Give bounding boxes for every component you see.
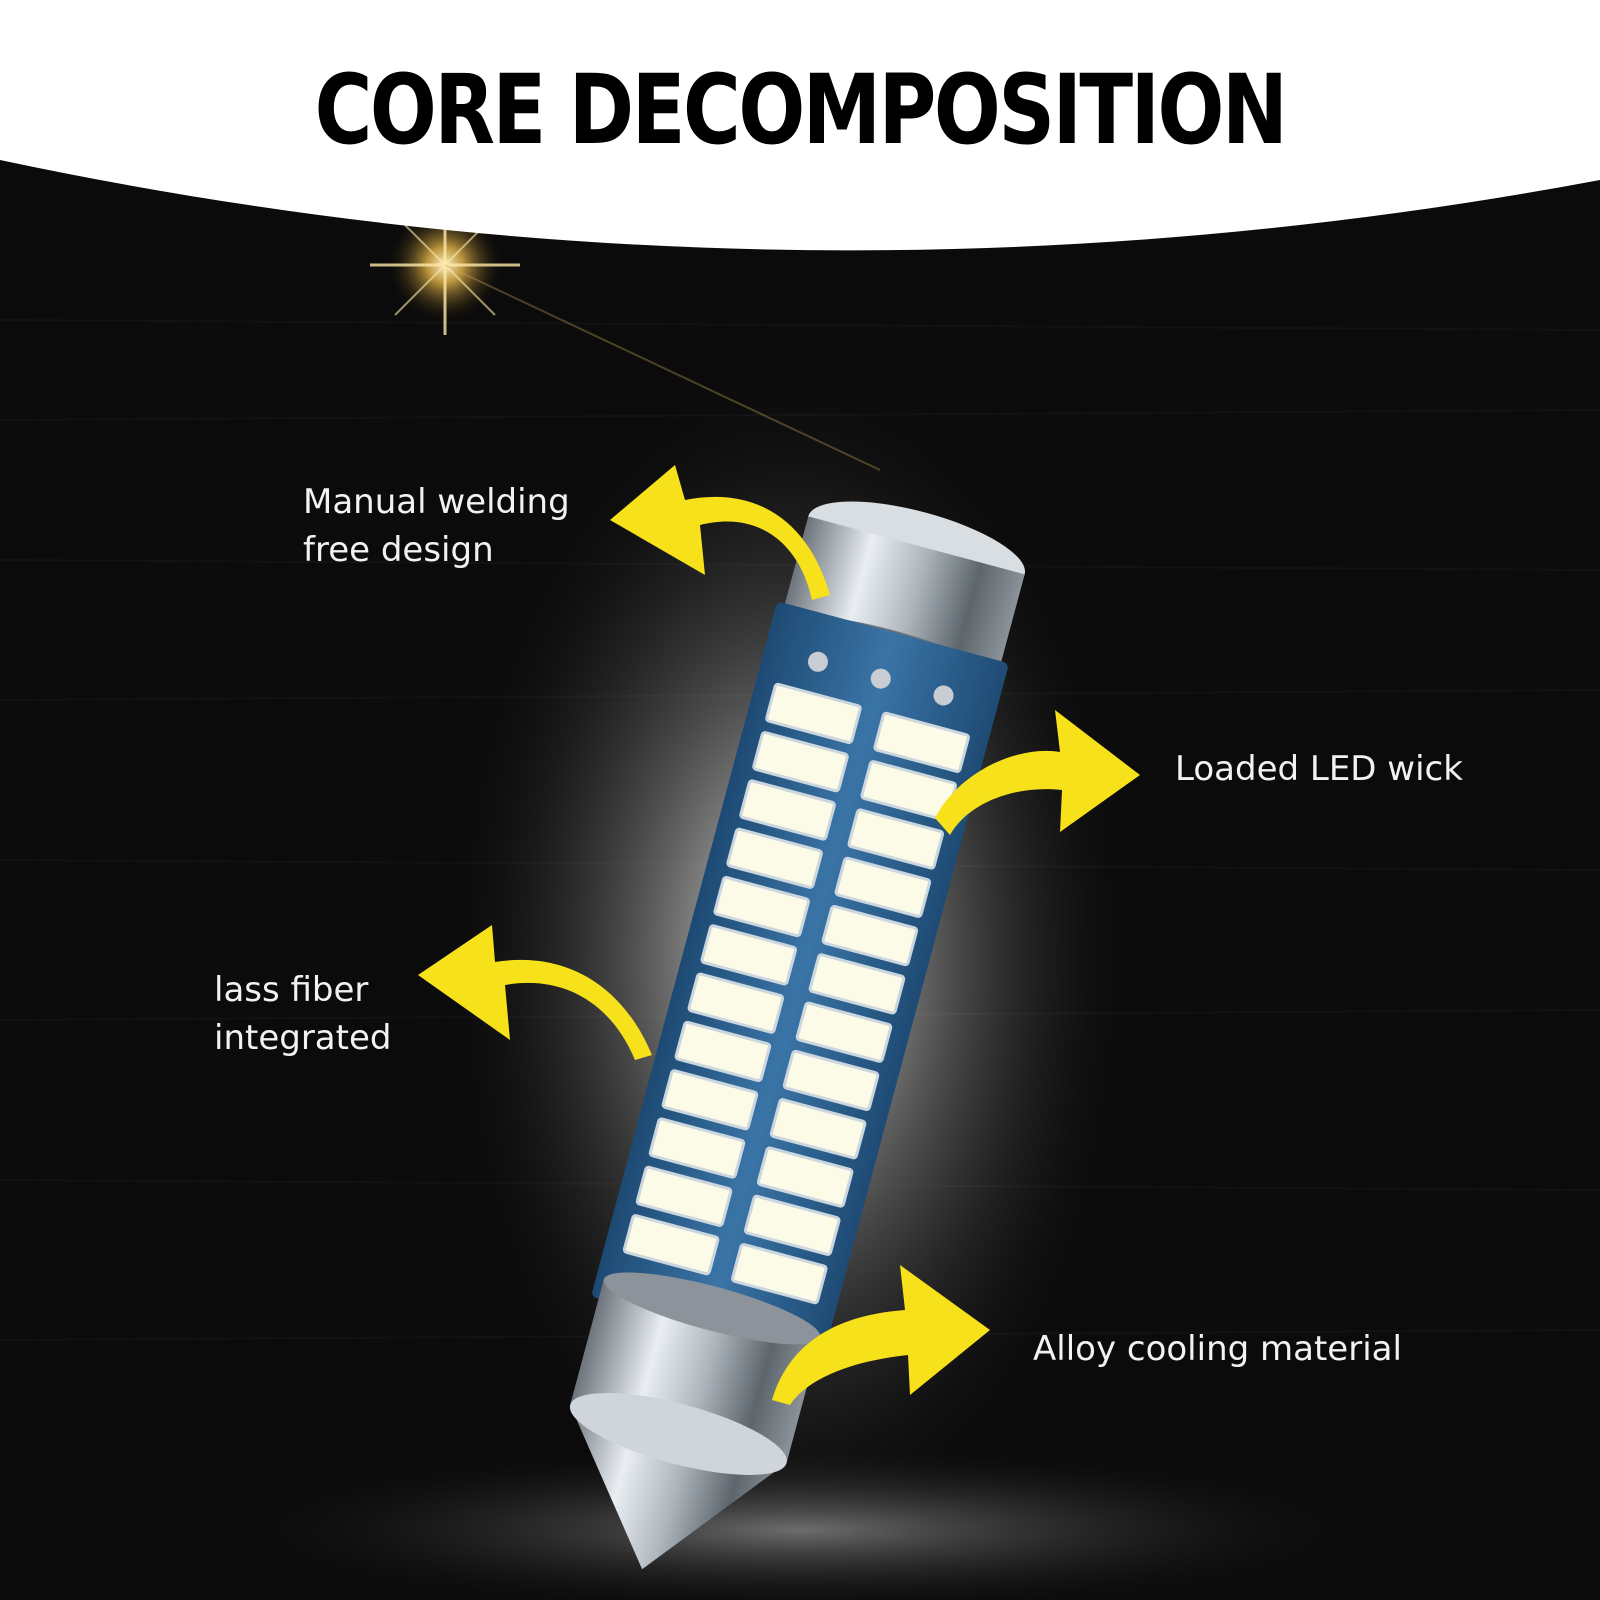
header-band — [0, 0, 1600, 251]
label-manual-welding: Manual welding free design — [303, 478, 570, 574]
label-manual-welding-line1: Manual welding — [303, 482, 570, 522]
label-glass-fiber: lass fiber integrated — [214, 966, 391, 1062]
label-alloy-cooling-line1: Alloy cooling material — [1033, 1329, 1402, 1369]
star-flare-icon — [370, 195, 881, 471]
page-title: CORE DECOMPOSITION — [314, 54, 1288, 166]
label-alloy-cooling: Alloy cooling material — [1033, 1325, 1402, 1373]
label-manual-welding-line2: free design — [303, 530, 494, 570]
floor-glow — [180, 1440, 1420, 1600]
led-chips — [622, 682, 970, 1305]
curved-arrow-icon — [418, 465, 1140, 1405]
label-loaded-led-wick-line1: Loaded LED wick — [1175, 749, 1463, 789]
label-glass-fiber-line2: integrated — [214, 1018, 392, 1058]
festoon-led-bulb-icon — [569, 501, 1026, 1570]
label-loaded-led-wick: Loaded LED wick — [1175, 745, 1463, 793]
label-glass-fiber-line1: lass fiber — [214, 970, 369, 1010]
